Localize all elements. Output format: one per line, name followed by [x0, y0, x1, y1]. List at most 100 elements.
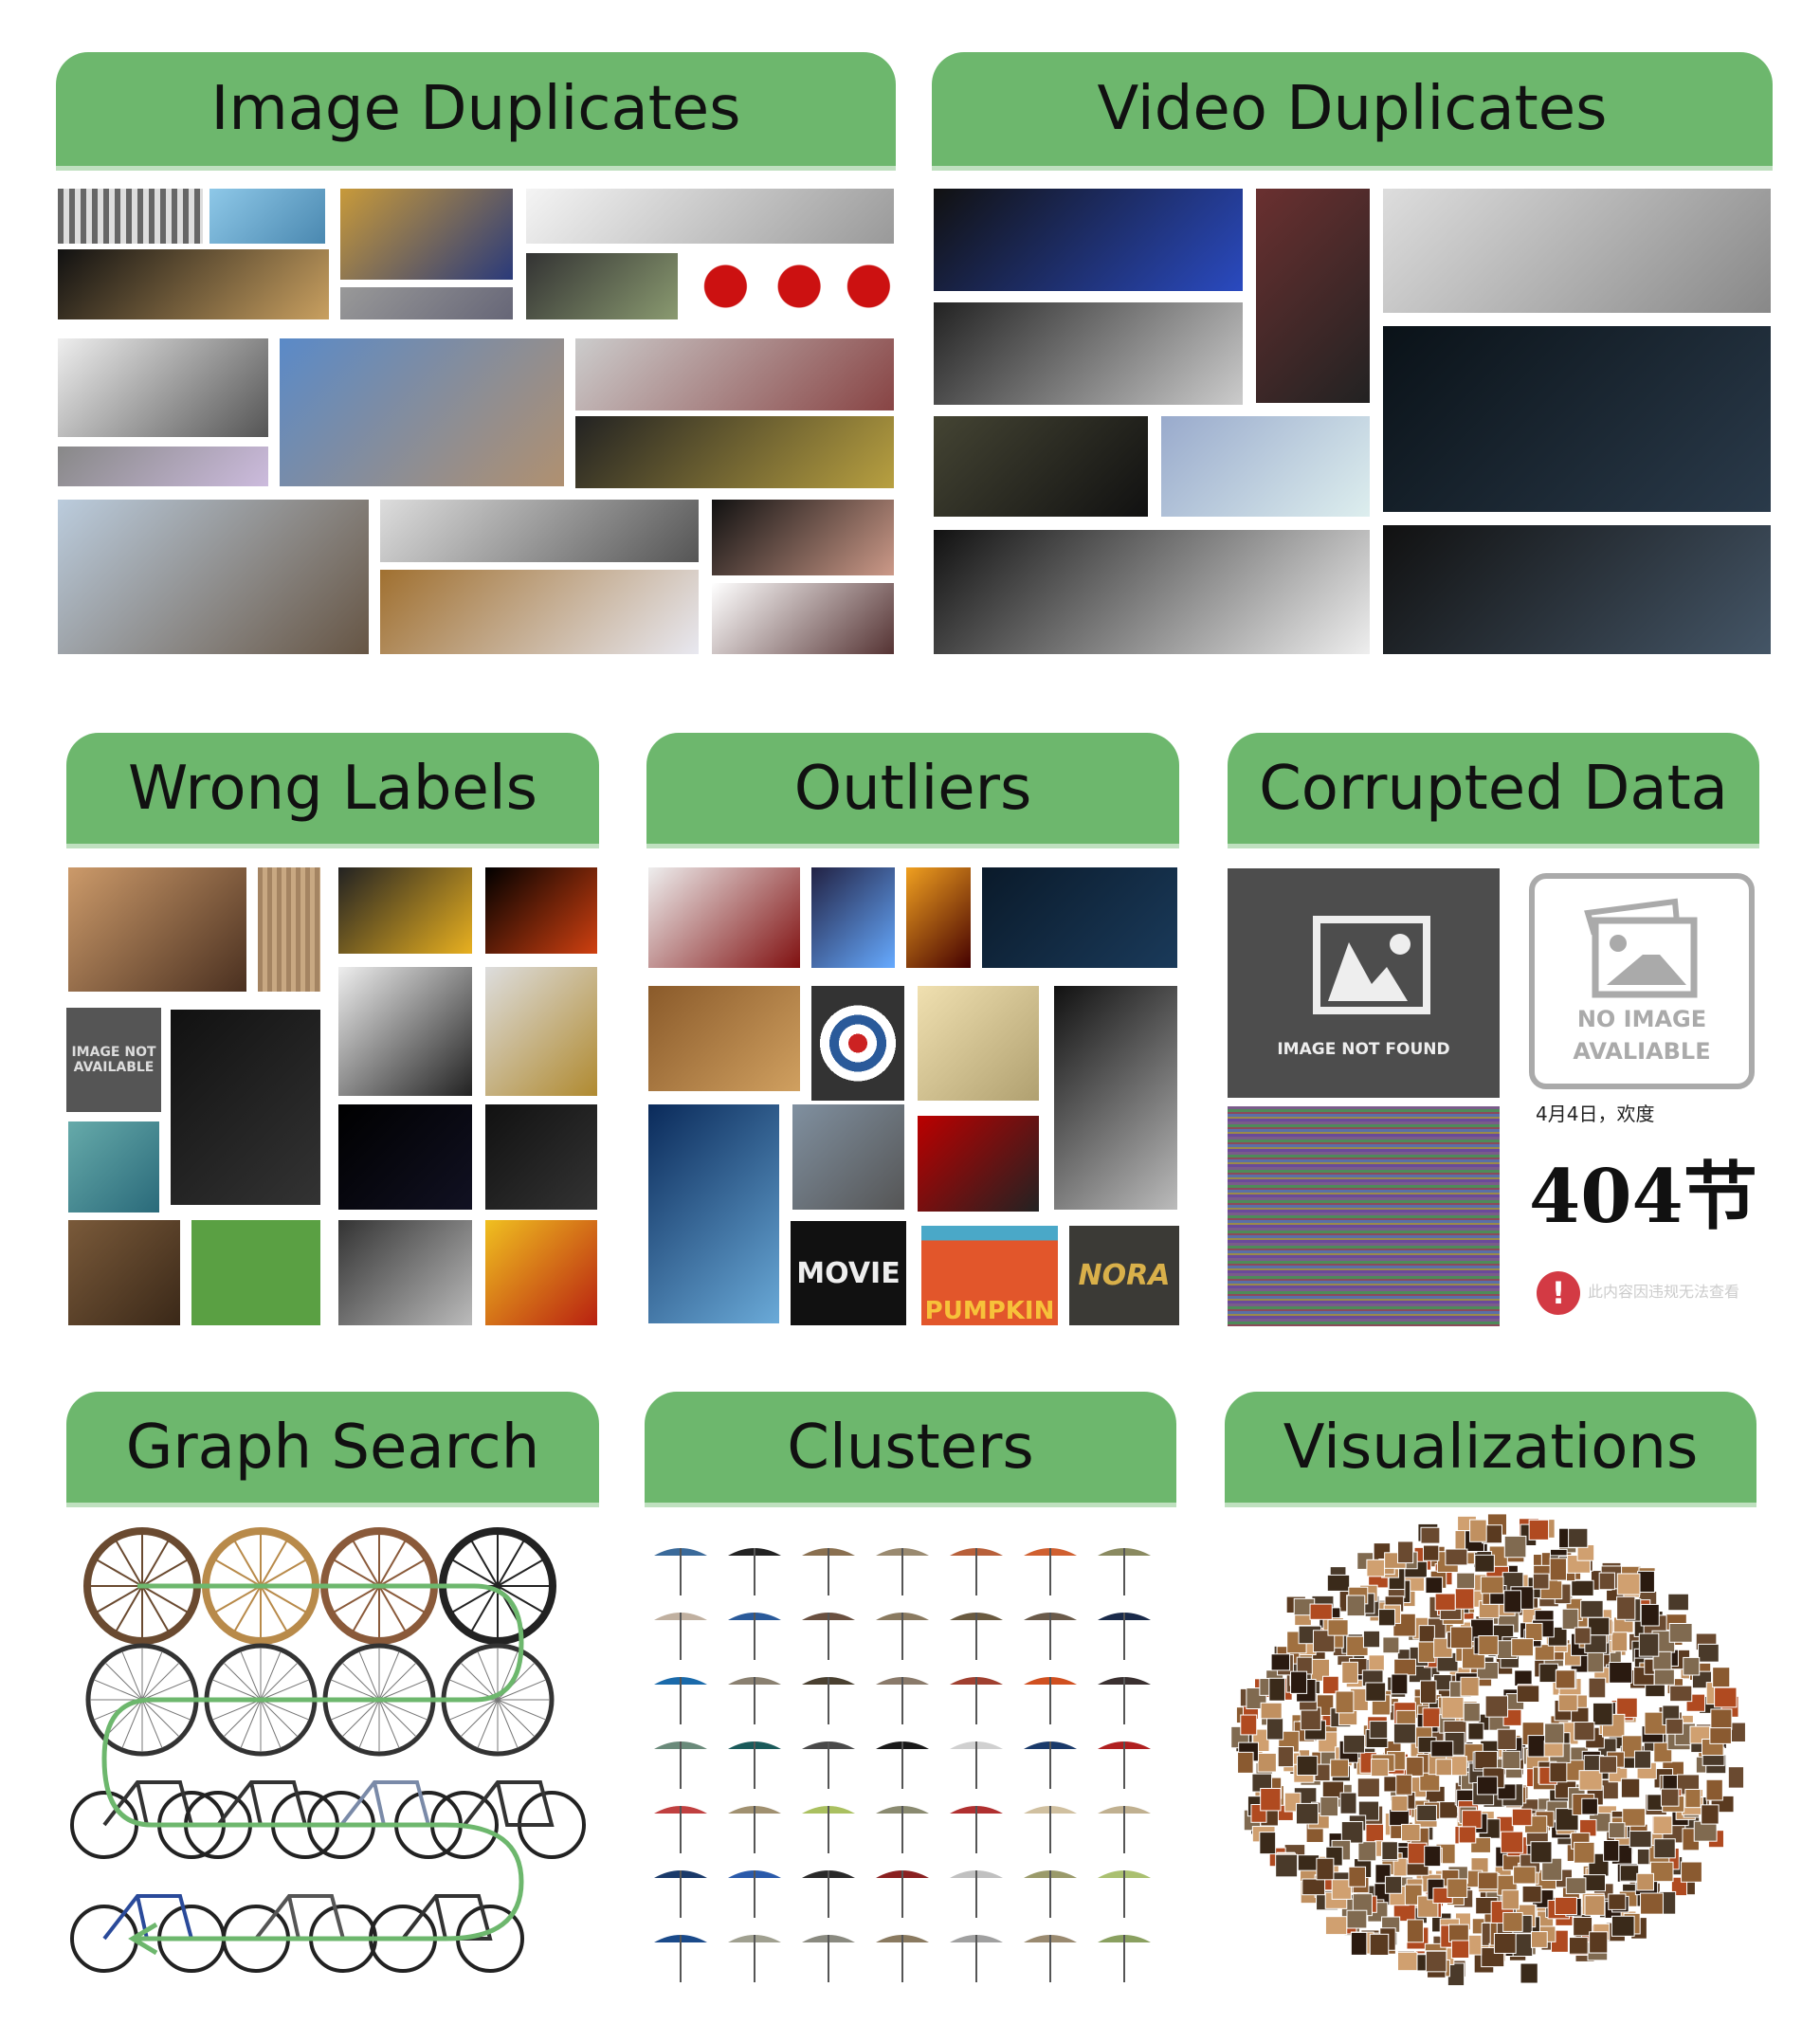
thumbnail — [169, 1008, 322, 1207]
thumbnail — [646, 1103, 781, 1325]
wheel-spoke — [233, 1540, 262, 1587]
food-thumbnail — [1391, 1795, 1409, 1813]
food-thumbnail — [1277, 1745, 1294, 1768]
food-thumbnail — [1418, 1625, 1435, 1643]
thumbnail — [1159, 414, 1372, 519]
thumbnail — [932, 414, 1150, 519]
food-thumbnail — [1407, 1842, 1428, 1865]
food-thumbnail — [1330, 1759, 1350, 1778]
warning-icon: ! — [1537, 1271, 1580, 1315]
thumbnail — [646, 984, 802, 1093]
food-thumbnail — [1265, 1717, 1284, 1741]
food-thumbnail — [1417, 1641, 1436, 1664]
wheel-spoke — [341, 1699, 380, 1738]
wheel-spoke — [96, 1585, 143, 1614]
panel-title: Outliers — [646, 733, 1179, 848]
food-thumbnail — [1424, 1845, 1442, 1868]
thumbnail — [932, 187, 1245, 293]
wheel-spoke — [378, 1699, 400, 1749]
food-thumbnail — [1502, 1889, 1520, 1910]
wheel-spoke — [141, 1585, 170, 1632]
food-thumbnail — [1395, 1774, 1412, 1796]
food-thumbnail — [1275, 1853, 1299, 1878]
food-thumbnail — [1445, 1548, 1468, 1566]
food-thumbnail — [1587, 1650, 1605, 1673]
food-thumbnail — [1369, 1933, 1390, 1957]
food-thumbnail — [1401, 1823, 1421, 1842]
food-thumbnail — [1574, 1627, 1592, 1645]
thumbnail — [791, 1103, 906, 1212]
food-thumbnail — [1611, 1915, 1635, 1937]
food-thumbnail — [1497, 1728, 1517, 1750]
panel-visualizations: Visualizations — [1225, 1392, 1756, 1986]
food-thumbnail — [1525, 1622, 1543, 1642]
wheel-spoke — [470, 1585, 499, 1632]
food-thumbnail — [1467, 1723, 1484, 1741]
bicycle-frame — [339, 1780, 431, 1827]
panel-title: Visualizations — [1225, 1392, 1756, 1507]
food-thumbnail — [1578, 1770, 1603, 1791]
wheel-spoke — [141, 1585, 189, 1614]
thumbnail — [483, 866, 599, 956]
thumbnail — [524, 251, 680, 321]
wheel-spoke — [211, 1699, 262, 1721]
food-thumbnail — [1629, 1831, 1652, 1849]
food-thumbnail — [1357, 1841, 1377, 1862]
wheel-spoke — [260, 1662, 299, 1701]
food-thumbnail — [1620, 1778, 1641, 1798]
wheel-spoke — [497, 1699, 536, 1738]
food-thumbnail — [1350, 1931, 1368, 1956]
food-thumbnail — [1500, 1831, 1524, 1853]
food-thumbnail — [1712, 1667, 1731, 1688]
food-thumbnail — [1665, 1718, 1684, 1735]
food-thumbnail — [1348, 1866, 1367, 1887]
thumbnail-grid — [932, 187, 1773, 656]
wheel-spoke — [141, 1650, 163, 1701]
food-thumbnail — [1381, 1841, 1398, 1861]
food-thumbnail — [1425, 1577, 1444, 1595]
wheel-spoke — [477, 1699, 499, 1749]
thumbnail — [337, 866, 474, 956]
thumbnail — [1254, 187, 1372, 405]
food-thumbnail — [1493, 1932, 1517, 1954]
wheel-spoke — [378, 1699, 417, 1738]
food-thumbnail — [1684, 1788, 1702, 1809]
wheel-spoke — [233, 1585, 262, 1632]
wheel-spoke — [214, 1559, 262, 1587]
food-thumbnail — [1389, 1809, 1410, 1827]
food-thumbnail — [1511, 1808, 1533, 1827]
food-thumbnail — [1520, 1962, 1538, 1984]
food-thumbnail — [1257, 1752, 1277, 1773]
food-thumbnail — [1391, 1673, 1409, 1695]
food-thumbnail — [1588, 1616, 1611, 1636]
wheel-spoke — [115, 1585, 143, 1632]
food-thumbnail — [1581, 1797, 1598, 1815]
wheel-spoke — [260, 1699, 310, 1721]
food-thumbnail — [1346, 1595, 1366, 1617]
wheel-spoke — [260, 1699, 282, 1749]
thumbnail — [338, 187, 515, 282]
food-thumbnail — [1362, 1630, 1381, 1649]
food-thumbnail — [1366, 1559, 1386, 1577]
wheel-spoke — [141, 1699, 163, 1749]
food-thumbnail — [1709, 1727, 1732, 1744]
food-thumbnail — [1580, 1599, 1604, 1618]
food-thumbnail — [1557, 1692, 1578, 1712]
food-thumbnail — [1290, 1670, 1308, 1694]
thumbnail — [208, 187, 327, 246]
bicycle-frame — [401, 1894, 493, 1941]
food-thumbnail — [1584, 1895, 1606, 1916]
wheel-spoke — [260, 1699, 299, 1738]
food-thumbnail — [1603, 1840, 1620, 1862]
food-thumbnail — [1321, 1675, 1339, 1695]
food-thumbnail — [1335, 1690, 1355, 1714]
food-thumbnail — [1598, 1572, 1615, 1591]
wheel-spoke — [352, 1585, 380, 1632]
food-thumbnail — [1681, 1861, 1702, 1883]
thumbnail — [573, 414, 896, 490]
food-thumbnail — [1320, 1796, 1339, 1817]
food-thumbnail — [1463, 1702, 1481, 1723]
food-thumbnail — [1574, 1722, 1595, 1741]
wheel-spoke — [460, 1699, 499, 1738]
thumbnail — [1381, 187, 1773, 315]
